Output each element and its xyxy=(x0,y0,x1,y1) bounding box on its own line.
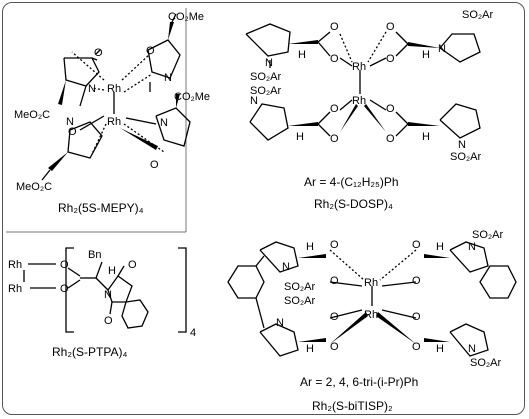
dosp-structure xyxy=(245,23,481,141)
ptpa-structure xyxy=(23,247,187,333)
atom-label: O xyxy=(128,259,137,271)
atom-label: H xyxy=(296,131,304,143)
atom-label: O xyxy=(386,53,395,65)
atom-label: SO₂Ar xyxy=(284,295,316,307)
atom-label: Bn xyxy=(88,249,101,261)
atom-label: Rh xyxy=(8,259,22,271)
atom-label: O xyxy=(94,47,103,59)
atom-label: CO₂Me xyxy=(174,91,210,103)
ptpa-name: Rh₂(S-PTPA)₄ xyxy=(52,345,127,359)
bitisp-name: Rh₂(S-biTISP)₂ xyxy=(312,399,393,413)
atom-label: MeO₂C xyxy=(16,181,52,193)
bitisp-structure xyxy=(227,241,517,357)
atom-label: O xyxy=(386,133,395,145)
atom-label: N xyxy=(468,241,476,253)
atom-label: N xyxy=(164,72,172,84)
atom-label: N xyxy=(276,317,284,329)
atom-label: SO₂Ar xyxy=(472,229,504,241)
atom-label: O xyxy=(146,45,155,57)
atom-label: O xyxy=(330,21,339,33)
atom-label: N xyxy=(458,139,466,151)
atom-label: O xyxy=(412,239,421,251)
atom-label: H xyxy=(306,241,314,253)
atom-label: N xyxy=(265,57,273,69)
atom-label: N xyxy=(88,83,96,95)
atom-label: O xyxy=(330,133,339,145)
atom-label: Rh xyxy=(107,83,121,95)
atom-label: CO₂Me xyxy=(168,11,204,23)
atom-label: O xyxy=(330,103,339,115)
atom-label: Rh xyxy=(352,95,366,107)
atom-label: O xyxy=(330,239,339,251)
atom-label: H xyxy=(422,49,430,61)
ptpa-labels: Rh Rh O O Bn H N O O 4 Rh₂(S-PTPA)₄ xyxy=(8,249,196,359)
atom-label: SO₂Ar xyxy=(470,357,502,369)
atom-label: 4 xyxy=(190,327,196,339)
mepy-labels: Rh Rh N N N N O O O O CO₂Me CO₂Me MeO₂C … xyxy=(14,11,210,215)
mepy-structure xyxy=(41,13,191,181)
atom-label: SO₂Ar xyxy=(250,85,282,97)
atom-label: O xyxy=(330,311,339,323)
atom-label: O xyxy=(386,21,395,33)
atom-label: Rh xyxy=(364,277,378,289)
atom-label: N xyxy=(282,261,290,273)
atom-label: MeO₂C xyxy=(14,109,50,121)
atom-label: O xyxy=(150,159,159,171)
atom-label: O xyxy=(412,311,421,323)
atom-label: Rh xyxy=(8,283,22,295)
atom-label: H xyxy=(298,49,306,61)
atom-label: H xyxy=(422,131,430,143)
atom-label: N xyxy=(468,343,476,355)
atom-label: Rh xyxy=(352,61,366,73)
dosp-labels: Rh Rh N N N N SO₂Ar SO₂Ar SO₂Ar SO₂Ar O … xyxy=(250,9,494,211)
dosp-name: Rh₂(S-DOSP)₄ xyxy=(314,197,393,211)
atom-label: O xyxy=(60,259,69,271)
atom-label: SO₂Ar xyxy=(450,151,482,163)
atom-label: Rh xyxy=(364,309,378,321)
atom-label: H xyxy=(306,343,314,355)
atom-label: O xyxy=(330,53,339,65)
atom-label: SO₂Ar xyxy=(462,9,494,21)
atom-label: O xyxy=(60,283,69,295)
atom-label: O xyxy=(330,275,339,287)
atom-label: Rh xyxy=(107,116,121,128)
atom-label: N xyxy=(66,116,74,128)
bitisp-labels: Rh Rh N N N N SO₂Ar SO₂Ar SO₂Ar SO₂Ar O … xyxy=(276,229,504,413)
atom-label: N xyxy=(250,95,258,107)
atom-label: SO₂Ar xyxy=(250,71,282,83)
dosp-ar-definition: Ar = 4-(C₁₂H₂₅)Ph xyxy=(304,175,399,189)
atom-label: N xyxy=(438,43,446,55)
atom-label: O xyxy=(68,126,77,138)
atom-label: O xyxy=(412,341,421,353)
atom-label: H xyxy=(436,241,444,253)
atom-label: H xyxy=(436,343,444,355)
atom-label: O xyxy=(386,103,395,115)
atom-label: O xyxy=(330,341,339,353)
atom-label: O xyxy=(104,315,113,327)
atom-label: N xyxy=(160,117,168,129)
atom-label: SO₂Ar xyxy=(284,281,316,293)
figure-frame xyxy=(2,2,525,415)
bitisp-ar-definition: Ar = 2, 4, 6-tri-(i-Pr)Ph xyxy=(300,375,418,389)
atom-label: H xyxy=(108,265,116,277)
mepy-name: Rh₂(5S-MEPY)₄ xyxy=(58,201,144,215)
atom-label: O xyxy=(412,275,421,287)
atom-label: N xyxy=(104,289,112,301)
